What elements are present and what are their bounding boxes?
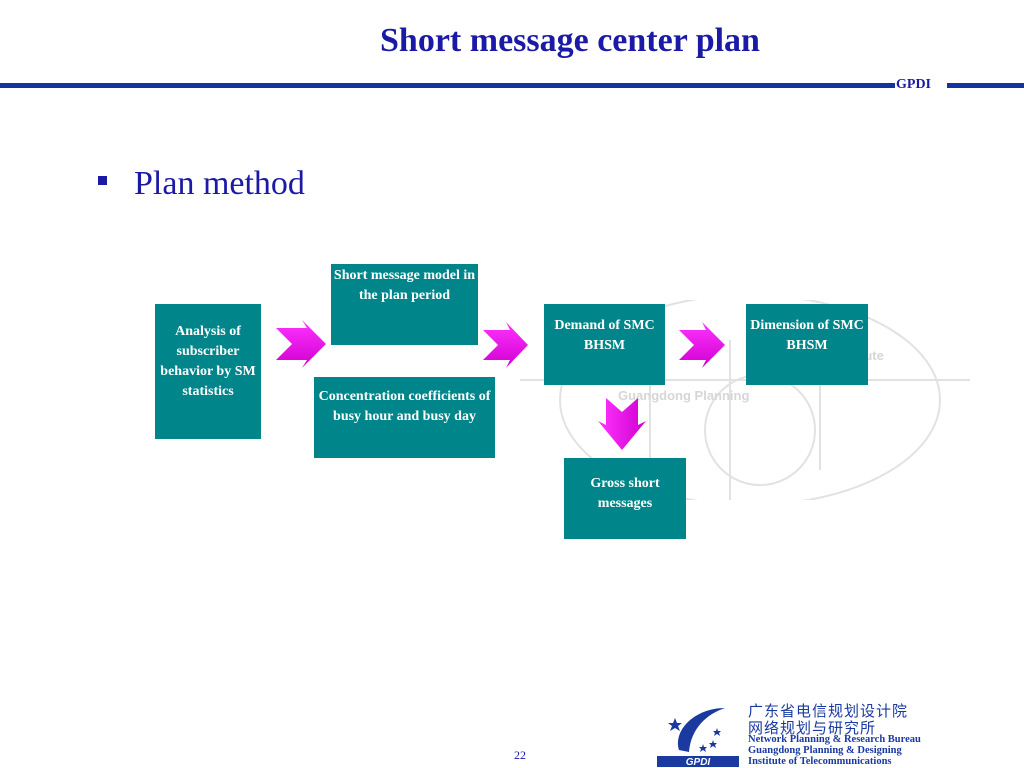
bullet-icon [98,176,107,185]
gpdi-logo-icon: GPDI [657,708,739,768]
logo-mark-text: GPDI [686,757,711,768]
node-sm-model: Short message model in the plan period [331,264,478,345]
arrow-demand-to-dimension [679,322,725,368]
bullet-heading: Plan method [134,165,305,202]
arrow-analysis-to-model [276,320,326,368]
arrow-demand-to-gross [598,398,646,450]
node-gross: Gross short messages [564,458,686,539]
node-analysis: Analysis of subscriber behavior by SM st… [155,304,261,439]
header-rule [0,83,895,88]
arrow-model-to-demand [483,322,528,368]
brand-label: GPDI [896,77,931,92]
page-number: 22 [514,748,526,762]
logo-cn-line1: 广东省电信规划设计院 [748,702,909,720]
node-demand: Demand of SMC BHSM [544,304,665,385]
slide-title: Short message center plan [380,22,760,59]
header-rule-end [947,83,1024,88]
logo-en-line3: Institute of Telecommunications [748,756,892,767]
logo-cn-line2: 网络规划与研究所 [748,719,877,737]
logo-en-line2: Guangdong Planning & Designing [748,745,902,756]
node-dimension: Dimension of SMC BHSM [746,304,868,385]
node-concentration: Concentration coefficients of busy hour … [314,377,495,458]
logo-en-line1: Network Planning & Research Bureau [748,734,921,745]
watermark-text-1: Guangdong Planning [618,388,749,403]
